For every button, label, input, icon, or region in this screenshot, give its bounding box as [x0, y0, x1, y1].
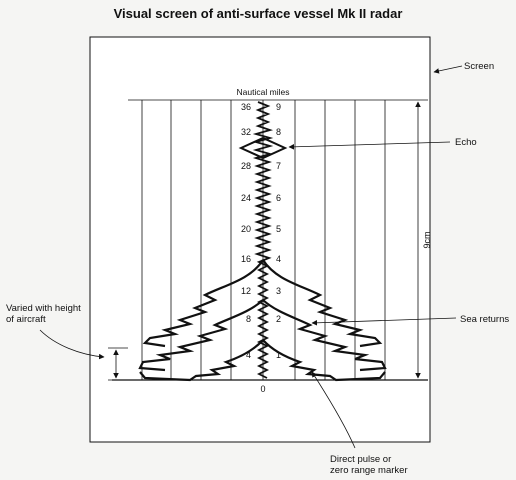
left-scale-label: 32 — [241, 127, 251, 137]
screen-callout: Screen — [433, 61, 494, 74]
left-scale-label: 28 — [241, 161, 251, 171]
varied-height-label: Varied with height of aircraft — [6, 303, 83, 325]
left-scale: 36 32 28 24 20 16 12 8 4 — [241, 102, 251, 360]
right-scale-label: 8 — [276, 127, 281, 137]
left-scale-label: 20 — [241, 224, 251, 234]
vertical-grid-lines — [141, 100, 386, 380]
left-scale-label: 8 — [246, 314, 251, 324]
right-scale-label: 5 — [276, 224, 281, 234]
right-scale-label: 7 — [276, 161, 281, 171]
direct-pulse-label: Direct pulse or zero range marker — [330, 454, 408, 476]
left-scale-label: 36 — [241, 102, 251, 112]
varied-height-callout: Varied with height of aircraft — [6, 303, 128, 381]
sea-returns-label: Sea returns — [460, 314, 509, 325]
echo-blip — [238, 136, 288, 160]
echo-label: Echo — [455, 137, 477, 148]
right-scale-label: 3 — [276, 286, 281, 296]
right-scale-label: 6 — [276, 193, 281, 203]
dimension-label: 9cm — [422, 231, 432, 248]
right-scale-label: 2 — [276, 314, 281, 324]
screen-label: Screen — [464, 61, 494, 72]
sea-returns-trace — [138, 259, 387, 382]
scale-title: Nautical miles — [237, 87, 290, 97]
sea-returns-callout: Sea returns — [311, 314, 509, 326]
right-scale-label: 4 — [276, 254, 281, 264]
echo-zigzag-trace — [252, 101, 274, 379]
zero-label: 0 — [260, 384, 265, 394]
diagram-title: Visual screen of anti-surface vessel Mk … — [114, 6, 403, 21]
right-scale-label: 9 — [276, 102, 281, 112]
direct-pulse-callout: Direct pulse or zero range marker — [311, 371, 408, 476]
left-scale-label: 24 — [241, 193, 251, 203]
left-scale-label: 12 — [241, 286, 251, 296]
right-scale: 9 8 7 6 5 4 3 2 1 — [276, 102, 281, 360]
left-scale-label: 16 — [241, 254, 251, 264]
right-scale-label: 1 — [276, 350, 281, 360]
left-scale-label: 4 — [246, 350, 251, 360]
dimension-marker: 9cm — [415, 101, 432, 379]
echo-callout: Echo — [288, 137, 477, 150]
